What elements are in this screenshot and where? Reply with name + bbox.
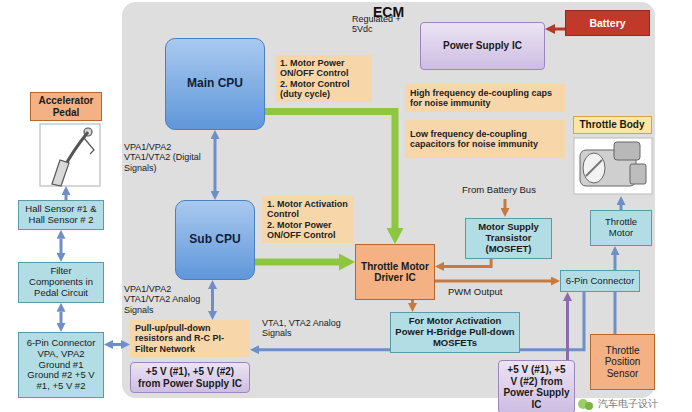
note-box: Low frequency de-coupling capacitors for…: [405, 120, 565, 158]
box-label: Power Supply IC: [443, 40, 522, 52]
transistor-box: Motor Supply Transistor (MOSFET): [465, 218, 552, 259]
ic-box: Power Supply IC: [420, 22, 545, 70]
throttle-valve: [586, 160, 602, 176]
ecm-ground: [122, 2, 655, 398]
connector-arrow: [60, 312, 63, 323]
filter-box: Filter Components in Pedal Circuit: [18, 262, 104, 303]
motor-box: Throttle Motor: [590, 210, 652, 246]
pedal-pad: [52, 160, 69, 186]
note-box: 1. Motor Activation Control2. Motor Powe…: [262, 196, 354, 243]
network-box: Pull-up/pull-down resistors and R-C PI-F…: [130, 320, 250, 357]
box-label: Throttle Position Sensor: [595, 345, 650, 380]
box-label: Throttle Body: [573, 116, 652, 134]
signal-label: PWM Output: [448, 287, 518, 298]
note-label: Regulated + 5Vdc: [352, 14, 418, 35]
box-label: Sub CPU: [189, 233, 240, 247]
cpu-box: Sub CPU: [175, 200, 255, 280]
cpu-box: Main CPU: [165, 38, 265, 130]
connector-arrow: [444, 259, 491, 267]
sensor-box: Throttle Position Sensor: [590, 334, 655, 390]
box-label: High frequency de-coupling caps for nois…: [410, 88, 560, 109]
connector-arrow: [411, 300, 414, 303]
battery-box: Battery: [565, 10, 650, 36]
box-label: Pull-up/pull-down resistors and R-C PI-F…: [135, 323, 245, 354]
throttle-body-illustration: [574, 138, 652, 194]
box-label: 2. Motor Control (duty cycle): [280, 79, 367, 100]
box-label: Throttle Motor: [595, 217, 647, 239]
pedal-illustration: [40, 124, 100, 186]
box-label: Main CPU: [187, 77, 243, 91]
box-label: +5 V (#1), +5 V (#2) from Power Supply I…: [503, 364, 570, 410]
connector-arrow: [435, 280, 551, 283]
connector-box: 6-Pin Connector: [560, 270, 640, 292]
box-label: Motor Supply Transistor (MOSFET): [470, 222, 547, 255]
driver-box: Throttle Motor Driver IC: [355, 244, 435, 300]
note-box: High frequency de-coupling caps for nois…: [405, 84, 565, 112]
throttle-bore: [583, 153, 605, 183]
box-label: +5 V (#1), +5 V (#2) from Power Supply I…: [135, 366, 245, 389]
box-label: Throttle Motor Driver IC: [360, 261, 430, 284]
wechat-icon: [578, 399, 593, 410]
connector-arrow: [555, 28, 565, 31]
box-label: Accelerator Pedal: [30, 92, 102, 121]
connector-arrow: [255, 259, 339, 266]
box-label: 1. Motor Power ON/OFF Control: [280, 58, 367, 79]
box-label: Hall Sensor #1 & Hall Sensor # 2: [23, 204, 99, 226]
wechat-bubble: [585, 402, 593, 410]
sensor-box: Hall Sensor #1 & Hall Sensor # 2: [18, 200, 104, 230]
watermark: 汽车电子设计: [598, 398, 686, 410]
box-label: Filter Components in Pedal Circuit: [23, 266, 99, 299]
throttle-sensor-housing: [630, 164, 646, 184]
signal-label: VPA1/VPA2 VTA1/VTA2 Analog Signals: [124, 284, 204, 315]
ecm-panel: ECMMain CPU1. Motor Power ON/OFF Control…: [122, 2, 655, 398]
box-label: 6-Pin Connector: [566, 276, 635, 287]
battery-bus-arrow: [504, 199, 507, 208]
throttle-frame: [574, 138, 652, 194]
supply-label: From Battery Bus: [462, 185, 554, 196]
box-label: For Motor Activation Power H-Bridge Pull…: [395, 316, 515, 349]
connector-arrow: [614, 292, 617, 334]
box-label: Low frequency de-coupling capacitors for…: [410, 129, 560, 150]
pedal-frame: [40, 124, 100, 186]
note-box: 1. Motor Power ON/OFF Control2. Motor Co…: [275, 55, 372, 102]
box-label: 2. Motor Power ON/OFF Control: [267, 220, 349, 241]
connector-arrow: [614, 255, 617, 270]
throttle-body-node: Throttle Body: [568, 116, 656, 196]
throttle-motor-housing: [614, 142, 640, 160]
connector-arrow: [113, 343, 121, 346]
signal-label: VPA1/VPA2 VTA1/VTA2 (Digital Signals): [124, 142, 204, 173]
box-label: 1. Motor Activation Control: [267, 199, 349, 220]
connector-arrow: [566, 301, 569, 360]
connector-arrow: [60, 239, 63, 253]
box-label: Battery: [589, 17, 625, 29]
pedal-spring: [84, 138, 94, 154]
pedal-node: Accelerator Pedal: [30, 92, 102, 186]
mosfet-box: For Motor Activation Power H-Bridge Pull…: [390, 312, 520, 353]
connector-arrow: [211, 289, 214, 311]
supply-box: +5 V (#1), +5 V (#2) from Power Supply I…: [130, 362, 250, 393]
connector-arrow: [214, 139, 217, 191]
supply-box: +5 V (#1), +5 V (#2) from Power Supply I…: [498, 360, 575, 412]
edge-label: VTA1, VTA2 Analog Signals: [262, 318, 342, 339]
connector-box: 6-Pin Connector VPA, VPA2 Ground #1 Grou…: [18, 332, 104, 398]
box-label: 6-Pin Connector VPA, VPA2 Ground #1 Grou…: [23, 338, 99, 393]
